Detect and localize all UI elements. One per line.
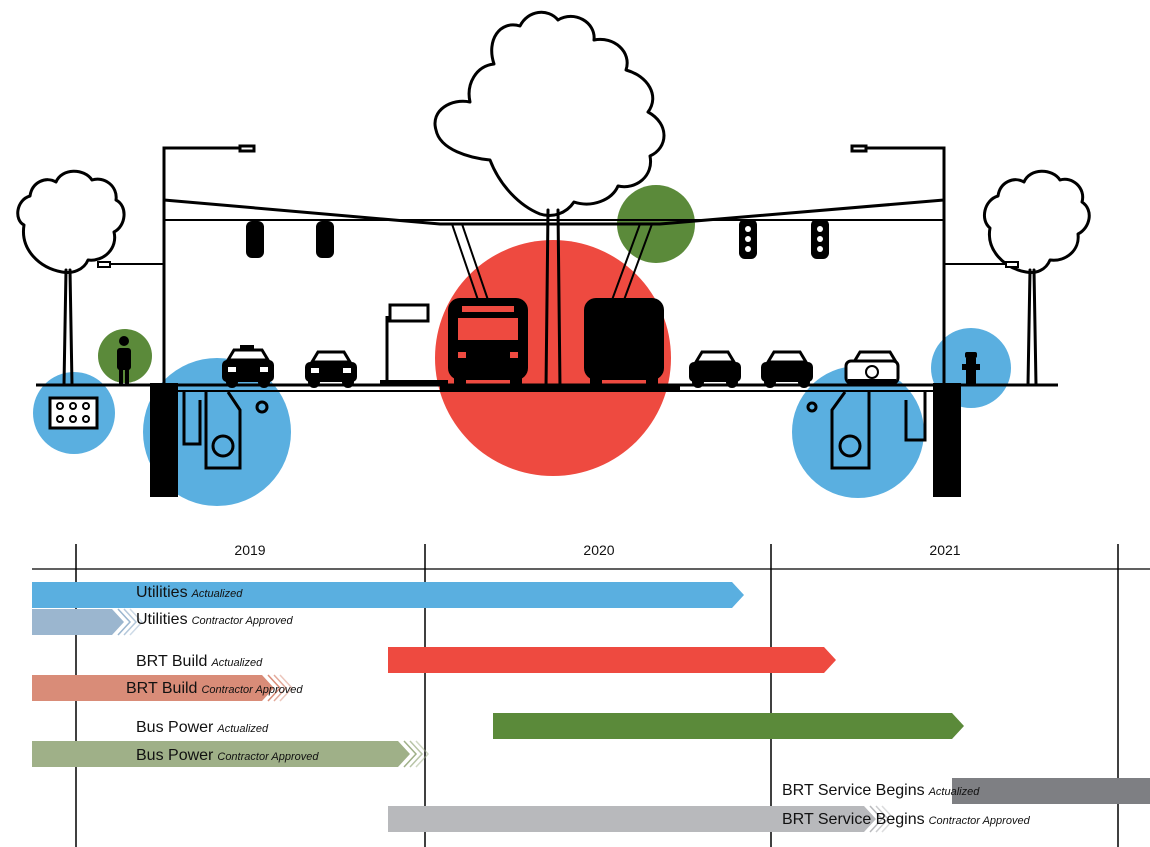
car-icon [689,350,741,388]
task-name: BRT Service Begins [782,811,925,828]
task-bar [388,806,876,832]
task-status: Actualized [217,723,269,735]
bus-stop-shelter-icon [380,303,448,385]
task-status: Actualized [211,657,263,669]
task-bar [32,741,410,767]
timeline-canvas [32,544,1150,847]
trolleybus-icon [448,298,528,388]
traffic-signal-icon [739,219,757,259]
car-icon [305,350,357,388]
curb-left [150,383,178,497]
year-label-2019: 2019 [234,542,266,558]
chevron-icon [881,805,896,833]
chevron-icon [129,608,144,636]
task-name: Bus Power [136,719,214,736]
car-icon [761,350,813,388]
chevron-icon [415,740,430,768]
chevron-icon [117,608,132,636]
year-label-2020: 2020 [583,542,615,558]
parking-meter-car-icon [844,350,900,385]
task-bar [493,713,964,739]
utility-vault-icon [182,391,269,470]
task-bar [32,609,124,635]
utility-circle-left-large [143,358,291,506]
task-name: Utilities [136,611,188,628]
task-name: BRT Build [126,680,198,697]
task-bar [32,675,274,701]
street-cross-section [16,10,1091,506]
electrical-box-icon [48,396,99,430]
tree-icon [16,169,126,387]
chevron-icon [279,674,294,702]
chevron-icon [869,805,884,833]
task-bar [32,582,744,608]
tree-icon [433,10,666,390]
task-name: BRT Build [136,653,208,670]
median [440,386,680,392]
tree-icon [982,169,1091,387]
traffic-signal-icon [811,219,829,259]
pedestrian-icon [117,336,131,385]
task-name: Utilities [136,584,188,601]
task-bar [952,778,1150,804]
taxi-icon [222,345,274,388]
task-bar [388,647,836,673]
year-label-2021: 2021 [929,542,961,558]
streetlight-icon [162,146,240,385]
trolleybus-icon [584,298,664,388]
task-status: Contractor Approved [201,684,303,696]
fire-hydrant-icon [962,352,980,384]
streetlight-icon [862,146,946,385]
task-status: Actualized [191,588,243,600]
utility-vault-icon [806,391,927,470]
task-status: Contractor Approved [191,615,293,627]
chevron-icon [409,740,424,768]
traffic-signal-icon [316,221,334,258]
task-name: Bus Power [136,747,214,764]
curb-right [933,383,961,497]
chevron-icon [267,674,282,702]
chevron-icon [875,805,890,833]
traffic-signal-icon [246,221,264,258]
chevron-icon [403,740,418,768]
task-status: Contractor Approved [217,751,319,763]
chevron-icon [123,608,138,636]
utility-circle-right-large [792,366,924,498]
chevron-icon [273,674,288,702]
task-name: BRT Service Begins [782,782,925,799]
task-status: Actualized [928,786,980,798]
task-status: Contractor Approved [928,815,1030,827]
